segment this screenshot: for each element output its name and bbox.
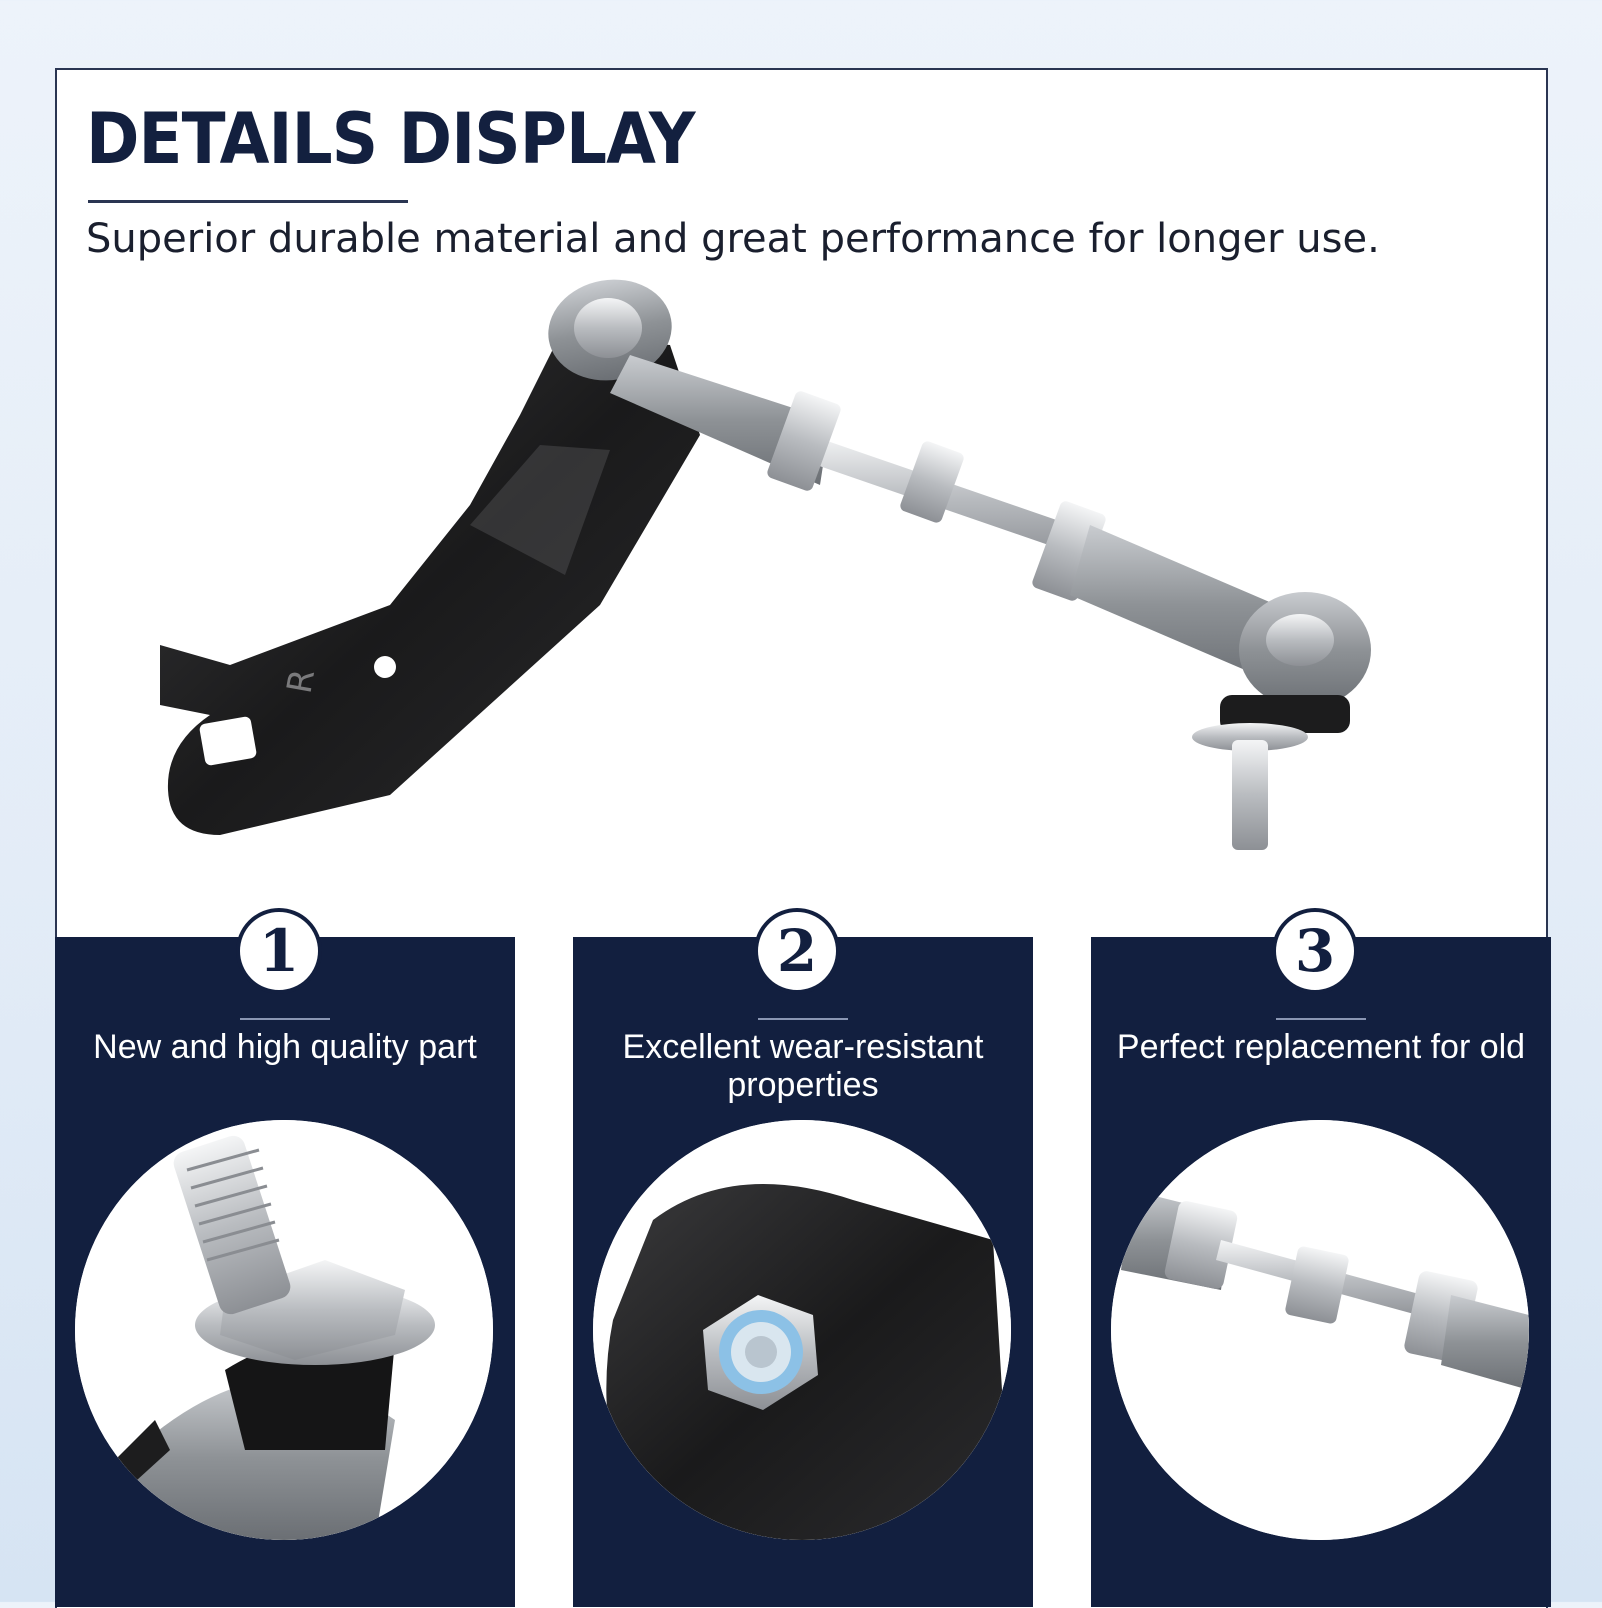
feature-divider-3 xyxy=(1276,1018,1366,1020)
page-title: DETAILS DISPLAY xyxy=(86,98,695,180)
closeup-image-1 xyxy=(75,1120,493,1540)
feature-divider-1 xyxy=(240,1018,330,1020)
feature-number-3: 3 xyxy=(1294,917,1336,985)
feature-label-3: Perfect replacement for old xyxy=(1116,1028,1526,1066)
feature-label-2: Excellent wear-resistant properties xyxy=(622,1028,984,1104)
feature-number-2: 2 xyxy=(776,917,818,985)
threaded-rod xyxy=(767,391,1106,601)
closeup-image-3 xyxy=(1111,1120,1529,1540)
lock-nut-closeup-icon xyxy=(593,1120,1011,1540)
bracket-plate: R xyxy=(160,335,700,835)
feature-label-1: New and high quality part xyxy=(93,1028,477,1066)
threaded-rod-closeup-icon xyxy=(1111,1120,1529,1540)
feature-number-badge-1: 1 xyxy=(236,908,322,994)
product-image: R xyxy=(160,279,1371,850)
feature-divider-2 xyxy=(758,1018,848,1020)
feature-number-badge-3: 3 xyxy=(1272,908,1358,994)
title-underline xyxy=(88,200,408,203)
feature-number-1: 1 xyxy=(258,917,300,985)
feature-number-badge-2: 2 xyxy=(754,908,840,994)
page-subtitle: Superior durable material and great perf… xyxy=(86,216,1380,262)
lower-rod-end xyxy=(1070,525,1371,850)
closeup-image-2 xyxy=(593,1120,1011,1540)
rod-end-closeup-icon xyxy=(75,1120,493,1540)
